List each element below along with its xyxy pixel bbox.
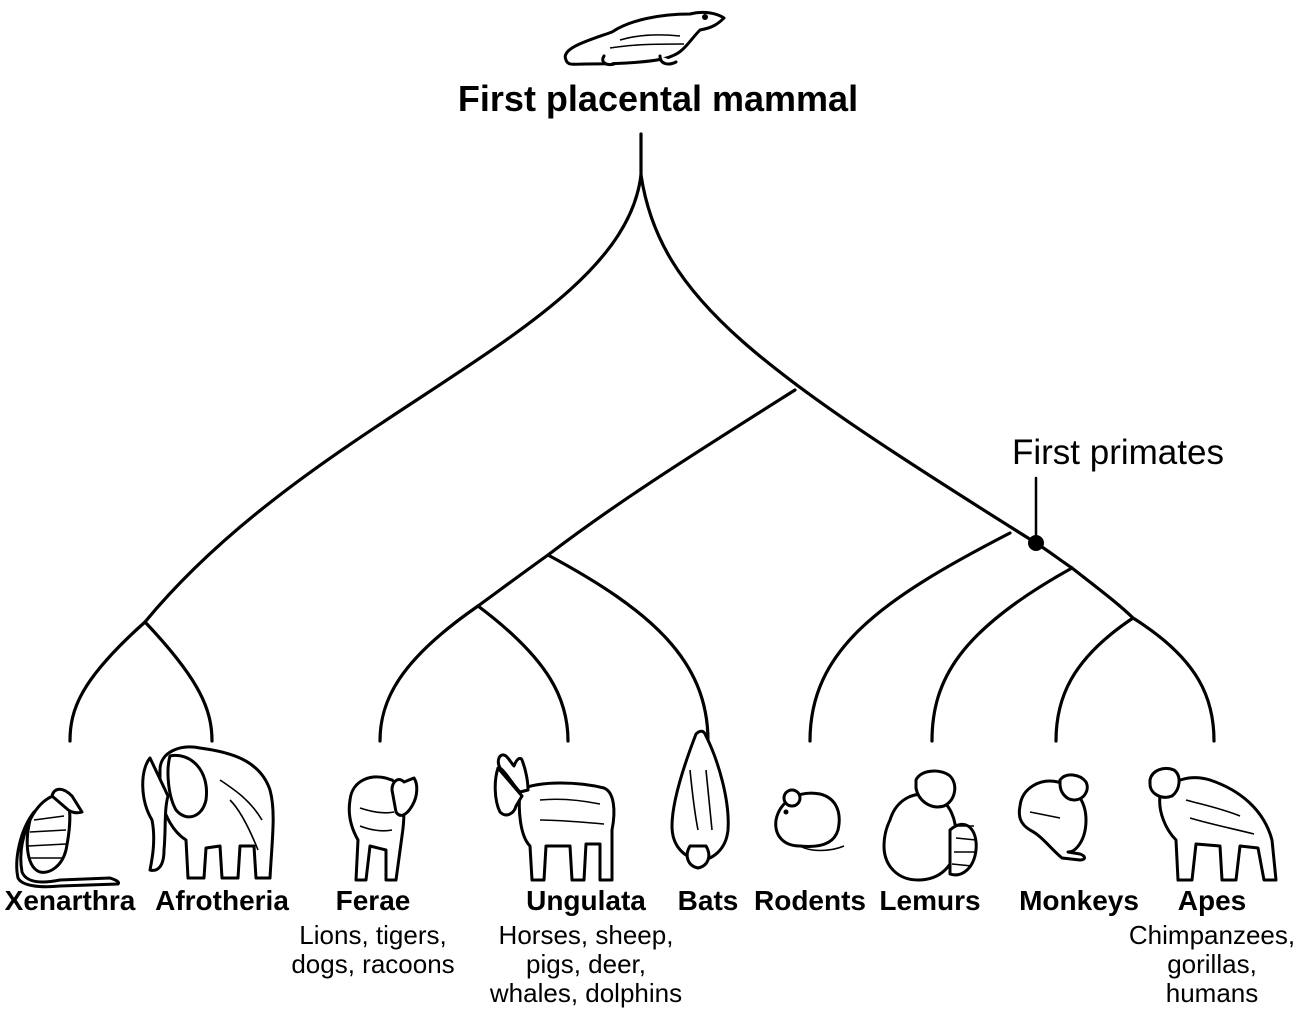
- taxon-example-line: whales, dolphins: [489, 978, 683, 1009]
- taxon-xenarthra: Xenarthra: [5, 885, 136, 917]
- taxon-example-line: humans: [1165, 978, 1259, 1009]
- taxon-lemurs: Lemurs: [879, 885, 980, 917]
- branch-root-right: [639, 173, 1038, 545]
- branch-lemurs: [930, 566, 1074, 743]
- branch-ungulata: [476, 604, 570, 743]
- root-label: First placental mammal: [457, 78, 859, 119]
- taxon-rodents: Rodents: [754, 885, 866, 917]
- monkey-icon: [1017, 773, 1089, 862]
- taxon-name: Xenarthra: [4, 885, 136, 916]
- taxon-name: Bats: [677, 885, 739, 916]
- taxon-name: Lemurs: [879, 885, 981, 916]
- lemur-icon: [882, 769, 978, 882]
- fox-icon: [347, 775, 419, 882]
- branch-laurasiatheria: [546, 388, 797, 557]
- taxon-examples: Lions, tigers, dogs, racoons: [291, 921, 454, 979]
- taxon-monkeys: Monkeys: [1019, 885, 1139, 917]
- chimpanzee-icon: [1148, 766, 1278, 882]
- branch-monkeys: [1054, 616, 1135, 743]
- first-primates-node: [1028, 535, 1044, 551]
- branch-afrotheria: [143, 620, 214, 743]
- branch-ferae: [378, 604, 480, 743]
- taxon-ungulata: Ungulata Horses, sheep, pigs, deer, whal…: [490, 885, 682, 1009]
- bat-icon: [670, 729, 730, 870]
- branch-anthropoids: [1070, 566, 1135, 620]
- branch-root-left: [143, 173, 643, 624]
- taxon-name: Apes: [1177, 885, 1247, 916]
- taxon-bats: Bats: [678, 885, 739, 917]
- branch-xenarthra: [68, 620, 147, 743]
- branch-bats: [546, 553, 710, 743]
- taxon-example-line: Chimpanzees,: [1128, 920, 1296, 951]
- elephant-icon: [141, 745, 275, 880]
- taxon-example-line: Horses, sheep,: [498, 920, 674, 951]
- taxon-name: Ferae: [335, 885, 411, 916]
- taxon-name: Ungulata: [526, 885, 646, 916]
- first-primates-label: First primates: [1012, 433, 1224, 472]
- taxon-ferae: Ferae Lions, tigers, dogs, racoons: [291, 885, 454, 979]
- mouse-icon: [774, 788, 845, 852]
- taxon-examples: Horses, sheep, pigs, deer, whales, dolph…: [490, 921, 682, 1008]
- taxon-afrotheria: Afrotheria: [155, 885, 289, 917]
- taxon-name: Rodents: [754, 885, 866, 916]
- branch-apes: [1131, 616, 1216, 743]
- taxon-example-line: Lions, tigers,: [299, 920, 447, 951]
- branch-euarchontoglires: [808, 531, 1012, 743]
- armadillo-icon: [15, 787, 120, 889]
- first-mammal-icon: [563, 10, 726, 66]
- tree-branches: [68, 132, 1216, 743]
- taxon-name: Afrotheria: [155, 885, 289, 916]
- taxon-example-line: pigs, deer,: [526, 949, 646, 980]
- taxon-apes: Apes Chimpanzees, gorillas, humans: [1129, 885, 1295, 1009]
- taxon-example-line: dogs, racoons: [291, 949, 455, 980]
- branch-ferae-ungulata: [476, 553, 550, 608]
- taxon-example-line: gorillas,: [1167, 949, 1257, 980]
- taxon-name: Monkeys: [1019, 885, 1139, 916]
- taxon-examples: Chimpanzees, gorillas, humans: [1129, 921, 1295, 1008]
- donkey-icon: [493, 753, 616, 882]
